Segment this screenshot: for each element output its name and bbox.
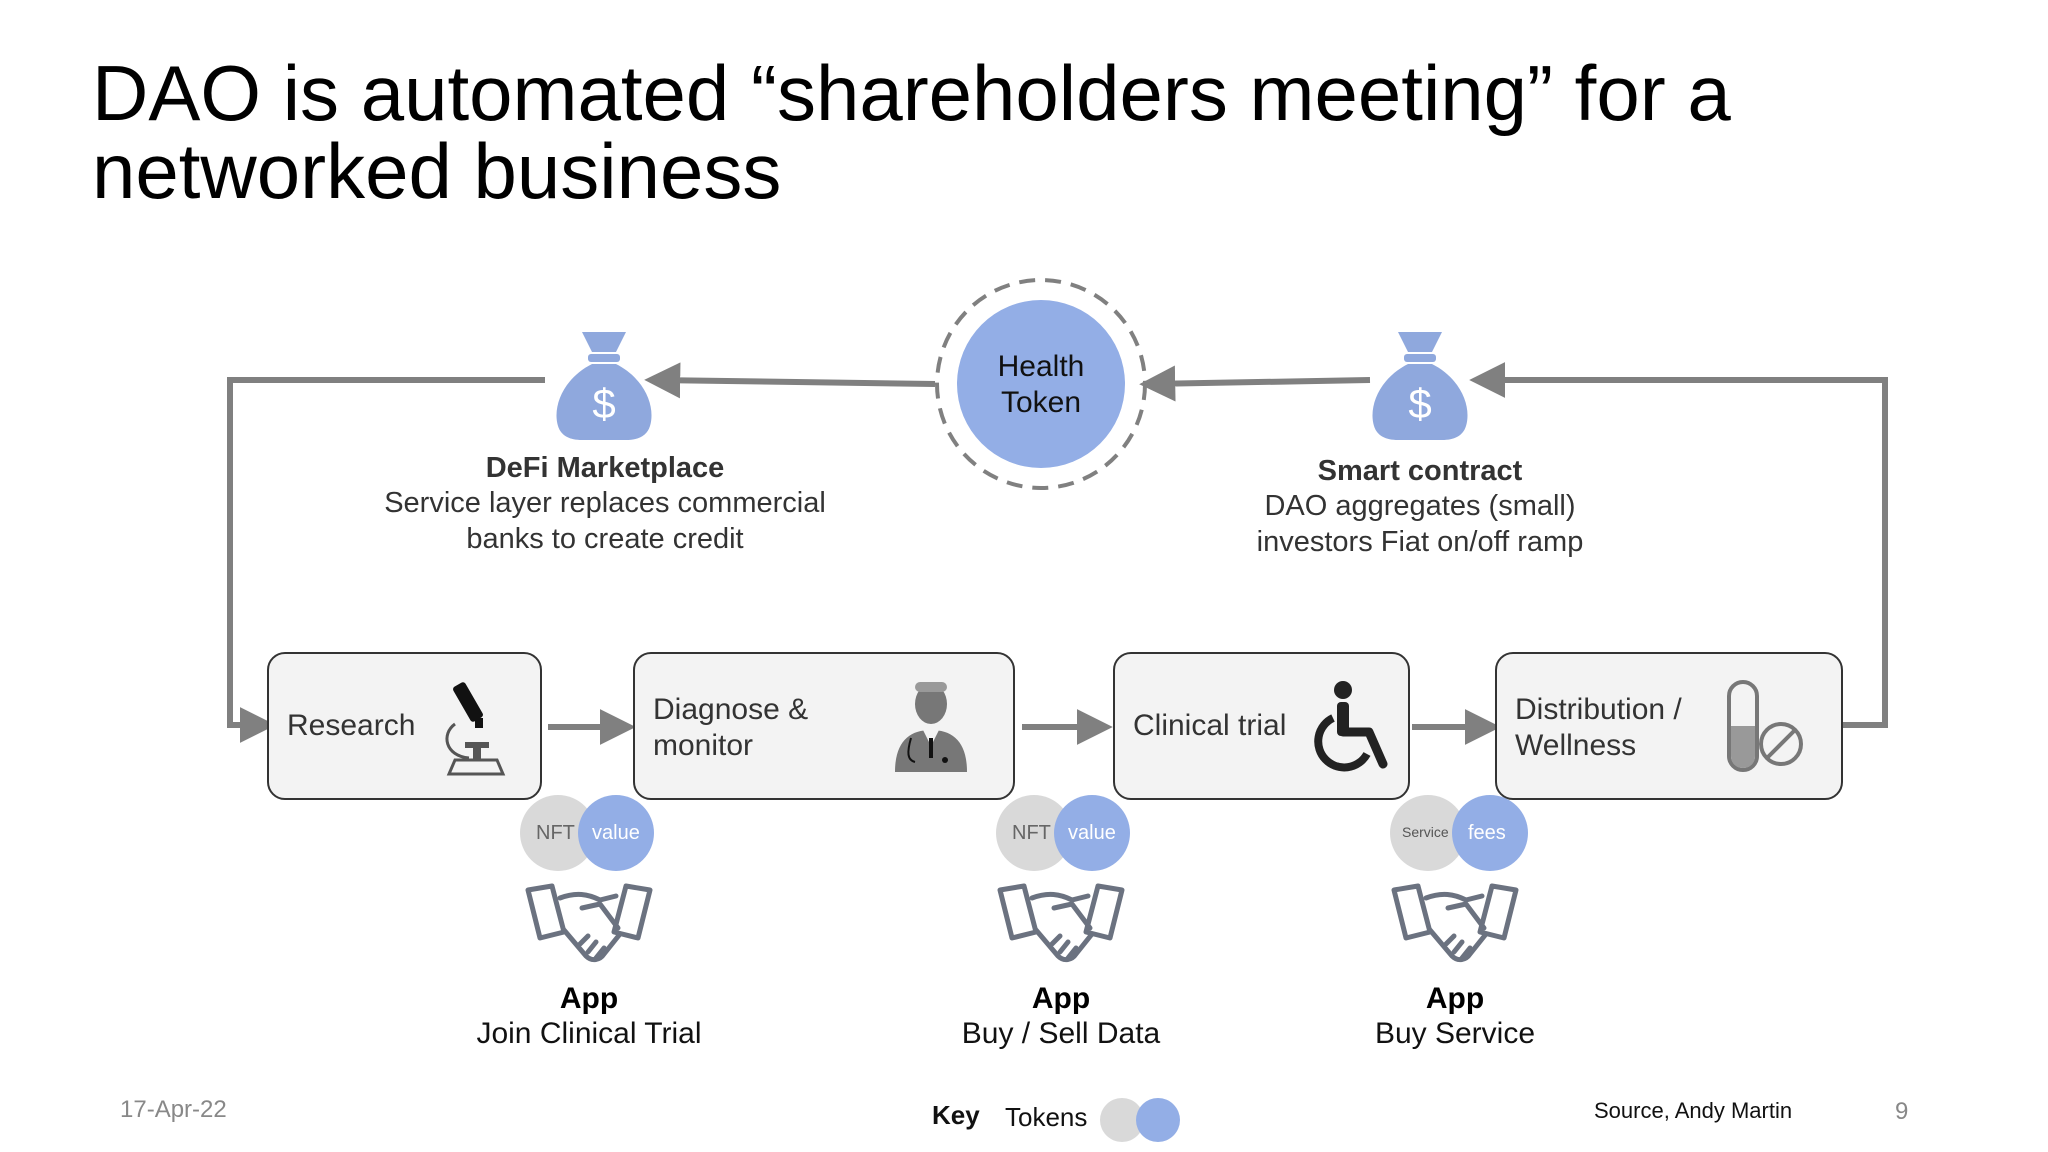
- health-token: Health Token: [934, 277, 1148, 491]
- defi-line-2: banks to create credit: [466, 523, 744, 555]
- app-caption: App Buy Service: [1255, 982, 1655, 1052]
- money-bag-icon: $: [1372, 332, 1468, 440]
- stage-label: Distribution / Wellness: [1515, 693, 1682, 762]
- svg-text:$: $: [1408, 380, 1431, 427]
- footer-source: Source, Andy Martin: [1594, 1098, 1793, 1123]
- key-token-icon: [1100, 1098, 1180, 1142]
- stage-label: Diagnose & monitor: [653, 693, 809, 762]
- key-label: Key: [932, 1100, 980, 1130]
- money-bag-icon: $: [556, 332, 652, 440]
- handshake-icon: [1391, 883, 1519, 963]
- stage-research: Research: [267, 652, 542, 800]
- app-caption: App Join Clinical Trial: [389, 982, 789, 1052]
- wheelchair-icon: [1314, 681, 1388, 772]
- arrow-token-to-defi: [644, 362, 936, 399]
- defi-description: DeFi Marketplace Service layer replaces …: [330, 452, 880, 557]
- token-left-label: NFT: [536, 822, 575, 844]
- token-line-2: Token: [1000, 386, 1082, 419]
- defi-line-1: Service layer replaces commercial: [384, 487, 826, 519]
- key-tokens-label: Tokens: [1005, 1102, 1088, 1132]
- slide-title: DAO is automated “shareholders meeting” …: [92, 49, 1731, 215]
- loop-arrow-left: [227, 377, 545, 743]
- page-number: 9: [1895, 1098, 1909, 1125]
- app-title: App: [1425, 982, 1485, 1015]
- microscope-icon: [445, 682, 506, 776]
- handshake-icon: [525, 883, 653, 963]
- defi-title: DeFi Marketplace: [485, 452, 725, 484]
- smart-contract-line-1: DAO aggregates (small): [1264, 490, 1576, 522]
- stage-distribution: Distribution / Wellness: [1495, 652, 1843, 800]
- doctor-icon: [895, 682, 967, 772]
- app-subtitle: Join Clinical Trial: [476, 1017, 702, 1050]
- token-left-label: NFT: [1012, 822, 1051, 844]
- token-right-label: value: [592, 822, 640, 844]
- token-line-1: Health: [997, 350, 1085, 383]
- app-caption: App Buy / Sell Data: [861, 982, 1261, 1052]
- pill-icon: [1727, 680, 1803, 772]
- stage-label: Clinical trial: [1133, 709, 1287, 742]
- app-title: App: [1031, 982, 1091, 1015]
- app-title: App: [559, 982, 619, 1015]
- app-subtitle: Buy / Sell Data: [961, 1017, 1161, 1050]
- token-right-label: value: [1068, 822, 1116, 844]
- token-left-label: Service: [1402, 824, 1449, 840]
- loop-arrow-right: [1469, 362, 1888, 728]
- token-pair: Service fees: [1390, 793, 1530, 873]
- token-pair: NFT value: [520, 793, 656, 873]
- app-subtitle: Buy Service: [1374, 1017, 1536, 1050]
- handshake-icon: [997, 883, 1125, 963]
- token-pair: NFT value: [996, 793, 1132, 873]
- stage-label: Research: [287, 709, 416, 742]
- arrow-contract-to-token: [1139, 365, 1371, 402]
- token-right-label: fees: [1468, 822, 1506, 844]
- stage-clinical-trial: Clinical trial: [1113, 652, 1410, 800]
- token-dashed-ring: [935, 278, 1147, 490]
- svg-text:$: $: [592, 380, 615, 427]
- smart-contract-line-2: investors Fiat on/off ramp: [1256, 526, 1584, 558]
- stage-diagnose: Diagnose & monitor: [633, 652, 1015, 800]
- smart-contract-title: Smart contract: [1317, 455, 1523, 487]
- footer-date: 17-Apr-22: [120, 1096, 227, 1123]
- smart-contract-description: Smart contract DAO aggregates (small) in…: [1145, 455, 1695, 560]
